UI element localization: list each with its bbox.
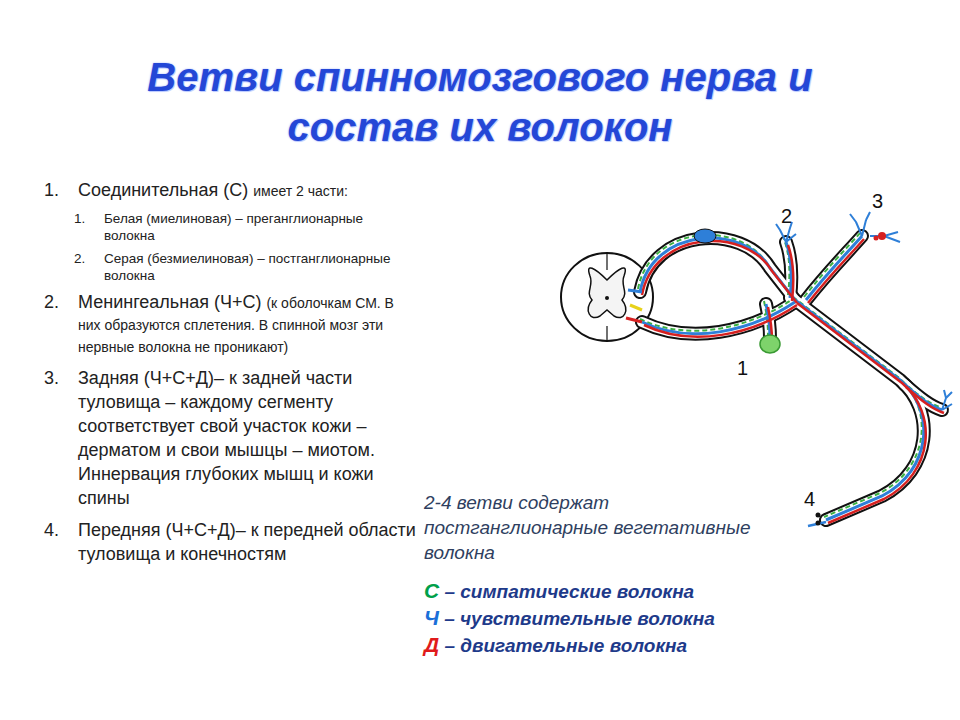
list-text: имеет 2 части:	[253, 183, 348, 199]
list-item: 1.Соединительная (С) имеет 2 части:	[38, 178, 420, 202]
anterior-fissure	[606, 326, 607, 341]
legend-text: Ч – чувствительные волокна	[424, 605, 824, 632]
list-number: 1.	[74, 210, 104, 227]
motor-endplate	[816, 513, 821, 518]
legend-entry: Ч – чувствительные волокна	[424, 605, 824, 632]
spinal-ganglion	[694, 229, 716, 243]
lateral-horn-fibre	[630, 305, 642, 310]
list-body: Белая (миелиновая) – преганглионарные во…	[104, 210, 420, 244]
anterior-side-endings	[942, 390, 952, 410]
legend-entry: С – симпатические волокна	[424, 578, 824, 605]
callout-number: 2	[781, 205, 792, 227]
list-number: 2.	[74, 250, 104, 267]
motor-endplate	[816, 521, 821, 526]
sympathetic-ganglion	[760, 335, 780, 353]
list-body: Серая (безмиелиновая) – постганглионарны…	[104, 250, 420, 284]
note: 2-4 ветви содержат постганглионарные вег…	[424, 490, 754, 565]
list-item: 4.Передняя (Ч+С+Д)– к передней области т…	[38, 518, 420, 566]
motor-endplate	[874, 236, 879, 241]
list-number: 1.	[38, 178, 78, 202]
list-text: Передняя (Ч+С+Д)– к передней области тул…	[78, 520, 416, 564]
legend-text: Д – двигательные волокна	[424, 632, 824, 659]
list-body: Менингеальная (Ч+С)(к оболочкам СМ. В ни…	[78, 290, 420, 358]
motor-fibres	[642, 239, 944, 523]
list-text: Соединительная (С)	[78, 180, 248, 200]
central-canal	[605, 296, 609, 300]
callout-number: 3	[872, 190, 883, 212]
list-item: 3.Задняя (Ч+С+Д)– к задней части туловищ…	[38, 366, 420, 510]
list-text: Менингеальная (Ч+С)	[78, 292, 261, 312]
slide-title: Ветви спинномозгового нерва и состав их …	[120, 52, 840, 152]
callout-number: 1	[737, 357, 748, 379]
posterior-sulcus	[606, 253, 607, 270]
grey-matter	[588, 268, 625, 318]
list-body: Передняя (Ч+С+Д)– к передней области тул…	[78, 518, 420, 566]
list-number: 4.	[38, 518, 78, 542]
legend-entry: Д – двигательные волокна	[424, 632, 824, 659]
list-text: Белая (миелиновая) – преганглионарные во…	[104, 211, 363, 243]
list-body: Соединительная (С) имеет 2 части:	[78, 178, 420, 202]
list-number: 3.	[38, 366, 78, 390]
list-item: 2.Серая (безмиелиновая) – постганглионар…	[38, 250, 420, 284]
legend-text: С – симпатические волокна	[424, 578, 824, 605]
list-body: Задняя (Ч+С+Д)– к задней части туловища …	[78, 366, 420, 510]
dorsal-root-entry	[628, 290, 642, 292]
ventral-root-exit	[626, 318, 642, 322]
list-item: 2.Менингеальная (Ч+С)(к оболочкам СМ. В …	[38, 290, 420, 358]
posterior-endings	[850, 212, 900, 242]
motor-endplate	[878, 232, 886, 240]
branch-list: 1.Соединительная (С)имеет 2 части:1.Бела…	[38, 178, 420, 574]
callout-number: 4	[804, 488, 815, 510]
list-item: 1.Белая (миелиновая) – преганглионарные …	[38, 210, 420, 244]
list-number: 2.	[38, 290, 78, 314]
list-text: Серая (безмиелиновая) – постганглионарны…	[104, 251, 390, 283]
legend: С – симпатические волокнаЧ – чувствитель…	[424, 578, 824, 659]
list-text: Задняя (Ч+С+Д)– к задней части туловища …	[78, 368, 375, 508]
